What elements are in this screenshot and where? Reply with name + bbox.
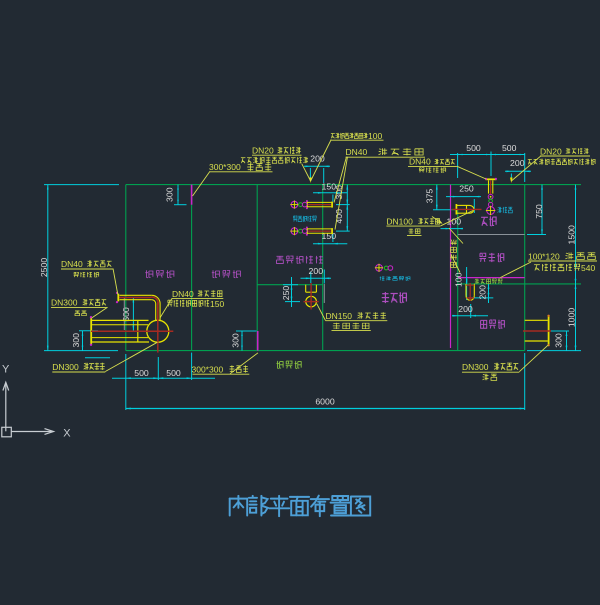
svg-text:1000: 1000 (567, 308, 577, 327)
svg-text:Y: Y (2, 364, 10, 376)
svg-text:150: 150 (322, 231, 337, 241)
svg-text:1500: 1500 (567, 225, 577, 244)
svg-text:300: 300 (554, 333, 564, 348)
svg-text:DN300: DN300 (462, 362, 489, 372)
svg-text:300*300: 300*300 (209, 162, 241, 172)
svg-text:200: 200 (510, 158, 525, 168)
svg-text:500: 500 (134, 368, 149, 378)
svg-text:200: 200 (477, 285, 487, 300)
svg-text:150: 150 (322, 182, 337, 192)
svg-text:250: 250 (459, 184, 474, 194)
svg-text:200: 200 (310, 153, 325, 163)
svg-text:DN300: DN300 (52, 362, 79, 372)
svg-text:DN40: DN40 (409, 157, 431, 167)
svg-text:100*120: 100*120 (528, 251, 560, 261)
svg-text:DN100: DN100 (386, 216, 413, 226)
svg-text:DN40: DN40 (346, 147, 368, 157)
svg-text:300: 300 (231, 333, 241, 348)
svg-text:100: 100 (447, 217, 462, 227)
svg-text:540: 540 (581, 263, 595, 273)
svg-text:100: 100 (368, 131, 382, 141)
svg-text:750: 750 (534, 204, 544, 219)
svg-text:DN20: DN20 (540, 146, 562, 156)
svg-text:DN40: DN40 (172, 289, 194, 299)
svg-text:2500: 2500 (39, 258, 49, 277)
svg-text:100: 100 (453, 272, 463, 287)
svg-text:300: 300 (71, 333, 81, 348)
svg-text:300: 300 (165, 187, 175, 202)
svg-text:150: 150 (210, 299, 224, 309)
svg-text:DN300: DN300 (51, 298, 78, 308)
svg-text:200: 200 (309, 266, 324, 276)
svg-text:500: 500 (502, 143, 517, 153)
svg-text:DN20: DN20 (252, 146, 274, 156)
svg-text:500: 500 (121, 307, 131, 322)
svg-text:DN150: DN150 (326, 311, 353, 321)
svg-text:500: 500 (466, 143, 481, 153)
svg-text:400: 400 (334, 209, 344, 224)
svg-text:300: 300 (334, 185, 344, 200)
svg-text:200: 200 (458, 304, 473, 314)
svg-text:500: 500 (166, 368, 181, 378)
svg-text:X: X (63, 428, 71, 440)
svg-text:DN40: DN40 (61, 259, 83, 269)
svg-text:300*300: 300*300 (192, 364, 224, 374)
svg-text:375: 375 (425, 189, 435, 204)
svg-text:250: 250 (281, 286, 291, 301)
svg-text:6000: 6000 (315, 396, 334, 406)
